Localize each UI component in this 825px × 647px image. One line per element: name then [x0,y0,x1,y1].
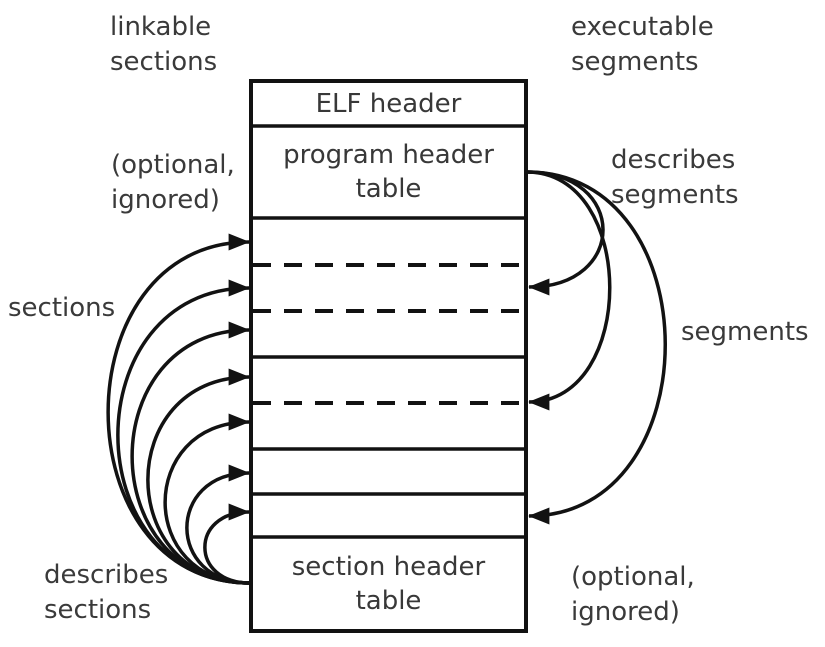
label-describes-segments: describes segments [611,145,739,210]
describes-sections-arrow [106,233,251,585]
describes-segments-arrow [526,170,667,525]
label-optional-ignored-right: (optional, ignored) [571,562,695,627]
describes-sections-arrow [203,503,251,585]
box-row-section-header-table: section header table [291,552,486,616]
describes-sections-arrows [106,233,251,585]
box-row-program-header-table: program header table [283,140,494,204]
describes-sections-arrow [163,413,251,585]
label-segments: segments [681,317,809,347]
describes-segments-arrow [526,170,612,411]
box-row-elf-header: ELF header [315,89,462,119]
label-sections: sections [8,293,116,323]
label-linkable-sections: linkable sections [110,12,218,77]
label-executable-segments: executable segments [571,12,714,77]
label-optional-ignored-left: (optional, ignored) [111,150,235,215]
row-dividers [251,124,526,539]
dashed-separators [253,263,525,405]
label-describes-sections: describes sections [44,560,169,625]
describes-segments-arrows [526,170,667,525]
